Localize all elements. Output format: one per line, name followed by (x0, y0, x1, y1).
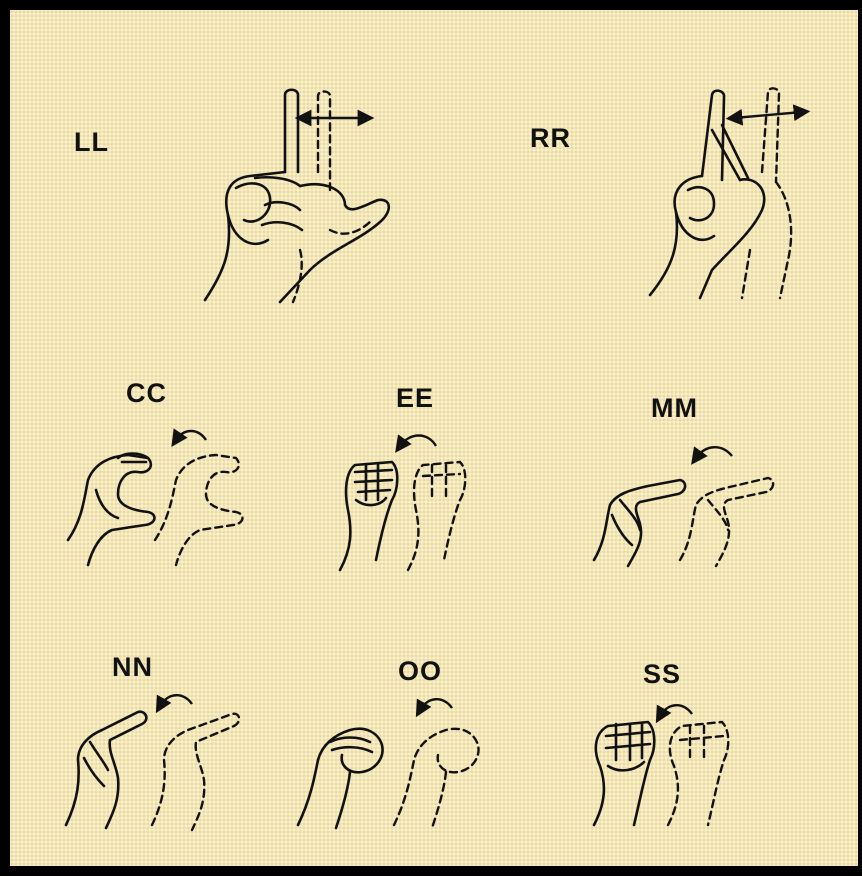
hand-sign-ee-icon (340, 436, 465, 571)
sign-label-rr: RR (530, 123, 571, 154)
hand-sign-cc-icon (68, 431, 242, 565)
hand-sign-rr-icon (650, 88, 802, 298)
sign-label-ee: EE (396, 383, 434, 414)
hand-sign-mm-icon (594, 447, 773, 566)
sign-label-mm: MM (651, 393, 698, 424)
hand-sign-ss-icon (594, 705, 728, 825)
sign-label-cc: CC (126, 378, 167, 409)
hand-sign-oo-icon (298, 699, 479, 828)
hand-sign-ll-icon (205, 90, 389, 302)
hand-sign-nn-icon (66, 695, 239, 830)
sign-label-ss: SS (643, 659, 681, 690)
sign-label-oo: OO (398, 656, 442, 687)
sign-label-ll: LL (74, 127, 109, 158)
sign-label-nn: NN (112, 652, 153, 683)
